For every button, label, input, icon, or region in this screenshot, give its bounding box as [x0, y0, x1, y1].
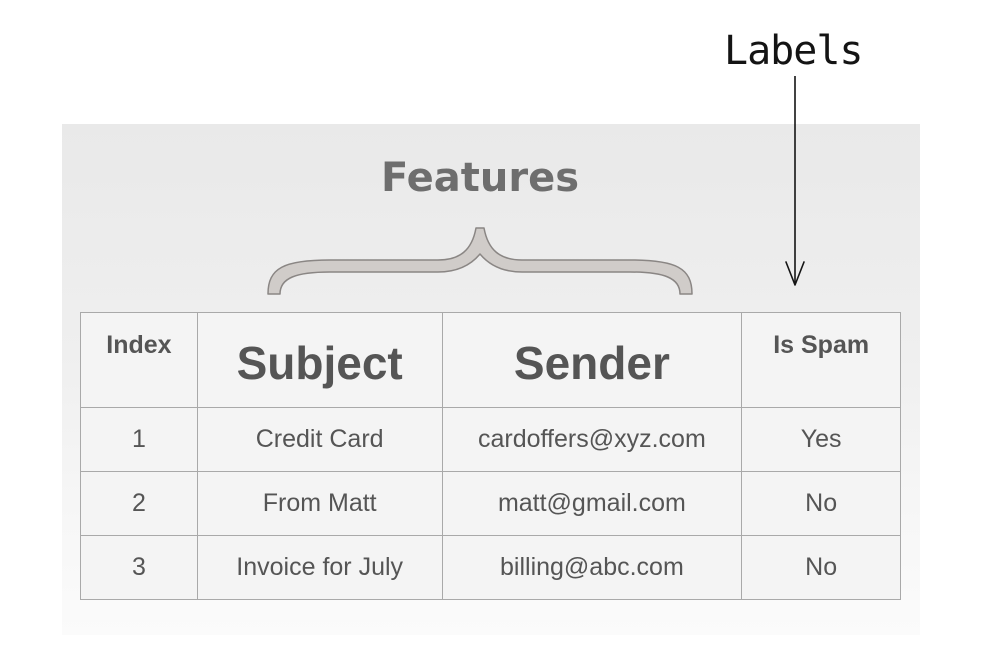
cell-index: 1 [80, 407, 198, 472]
table-row: 2 From Matt matt@gmail.com No [80, 471, 901, 536]
cell-is-spam: No [741, 471, 901, 536]
curly-brace-icon [267, 227, 693, 295]
table-row: 3 Invoice for July billing@abc.com No [80, 535, 901, 600]
cell-subject: From Matt [196, 471, 443, 536]
cell-index: 2 [80, 471, 198, 536]
cell-subject: Credit Card [196, 407, 443, 472]
cell-index: 3 [80, 535, 198, 600]
cell-is-spam: No [741, 535, 901, 600]
cell-sender: matt@gmail.com [441, 471, 743, 536]
down-arrow-icon [785, 76, 805, 286]
cell-sender: cardoffers@xyz.com [441, 407, 743, 472]
header-index: Index [80, 312, 198, 408]
cell-sender: billing@abc.com [441, 535, 743, 600]
labels-annotation: Labels [724, 28, 864, 74]
table-header-row: Index Subject Sender Is Spam [80, 312, 901, 408]
cell-subject: Invoice for July [196, 535, 443, 600]
cell-is-spam: Yes [741, 407, 901, 472]
header-sender: Sender [441, 312, 743, 408]
header-subject: Subject [196, 312, 443, 408]
header-is-spam: Is Spam [741, 312, 901, 408]
table-row: 1 Credit Card cardoffers@xyz.com Yes [80, 407, 901, 472]
spam-data-table: Index Subject Sender Is Spam 1 Credit Ca… [80, 312, 901, 600]
features-title: Features [380, 155, 580, 201]
